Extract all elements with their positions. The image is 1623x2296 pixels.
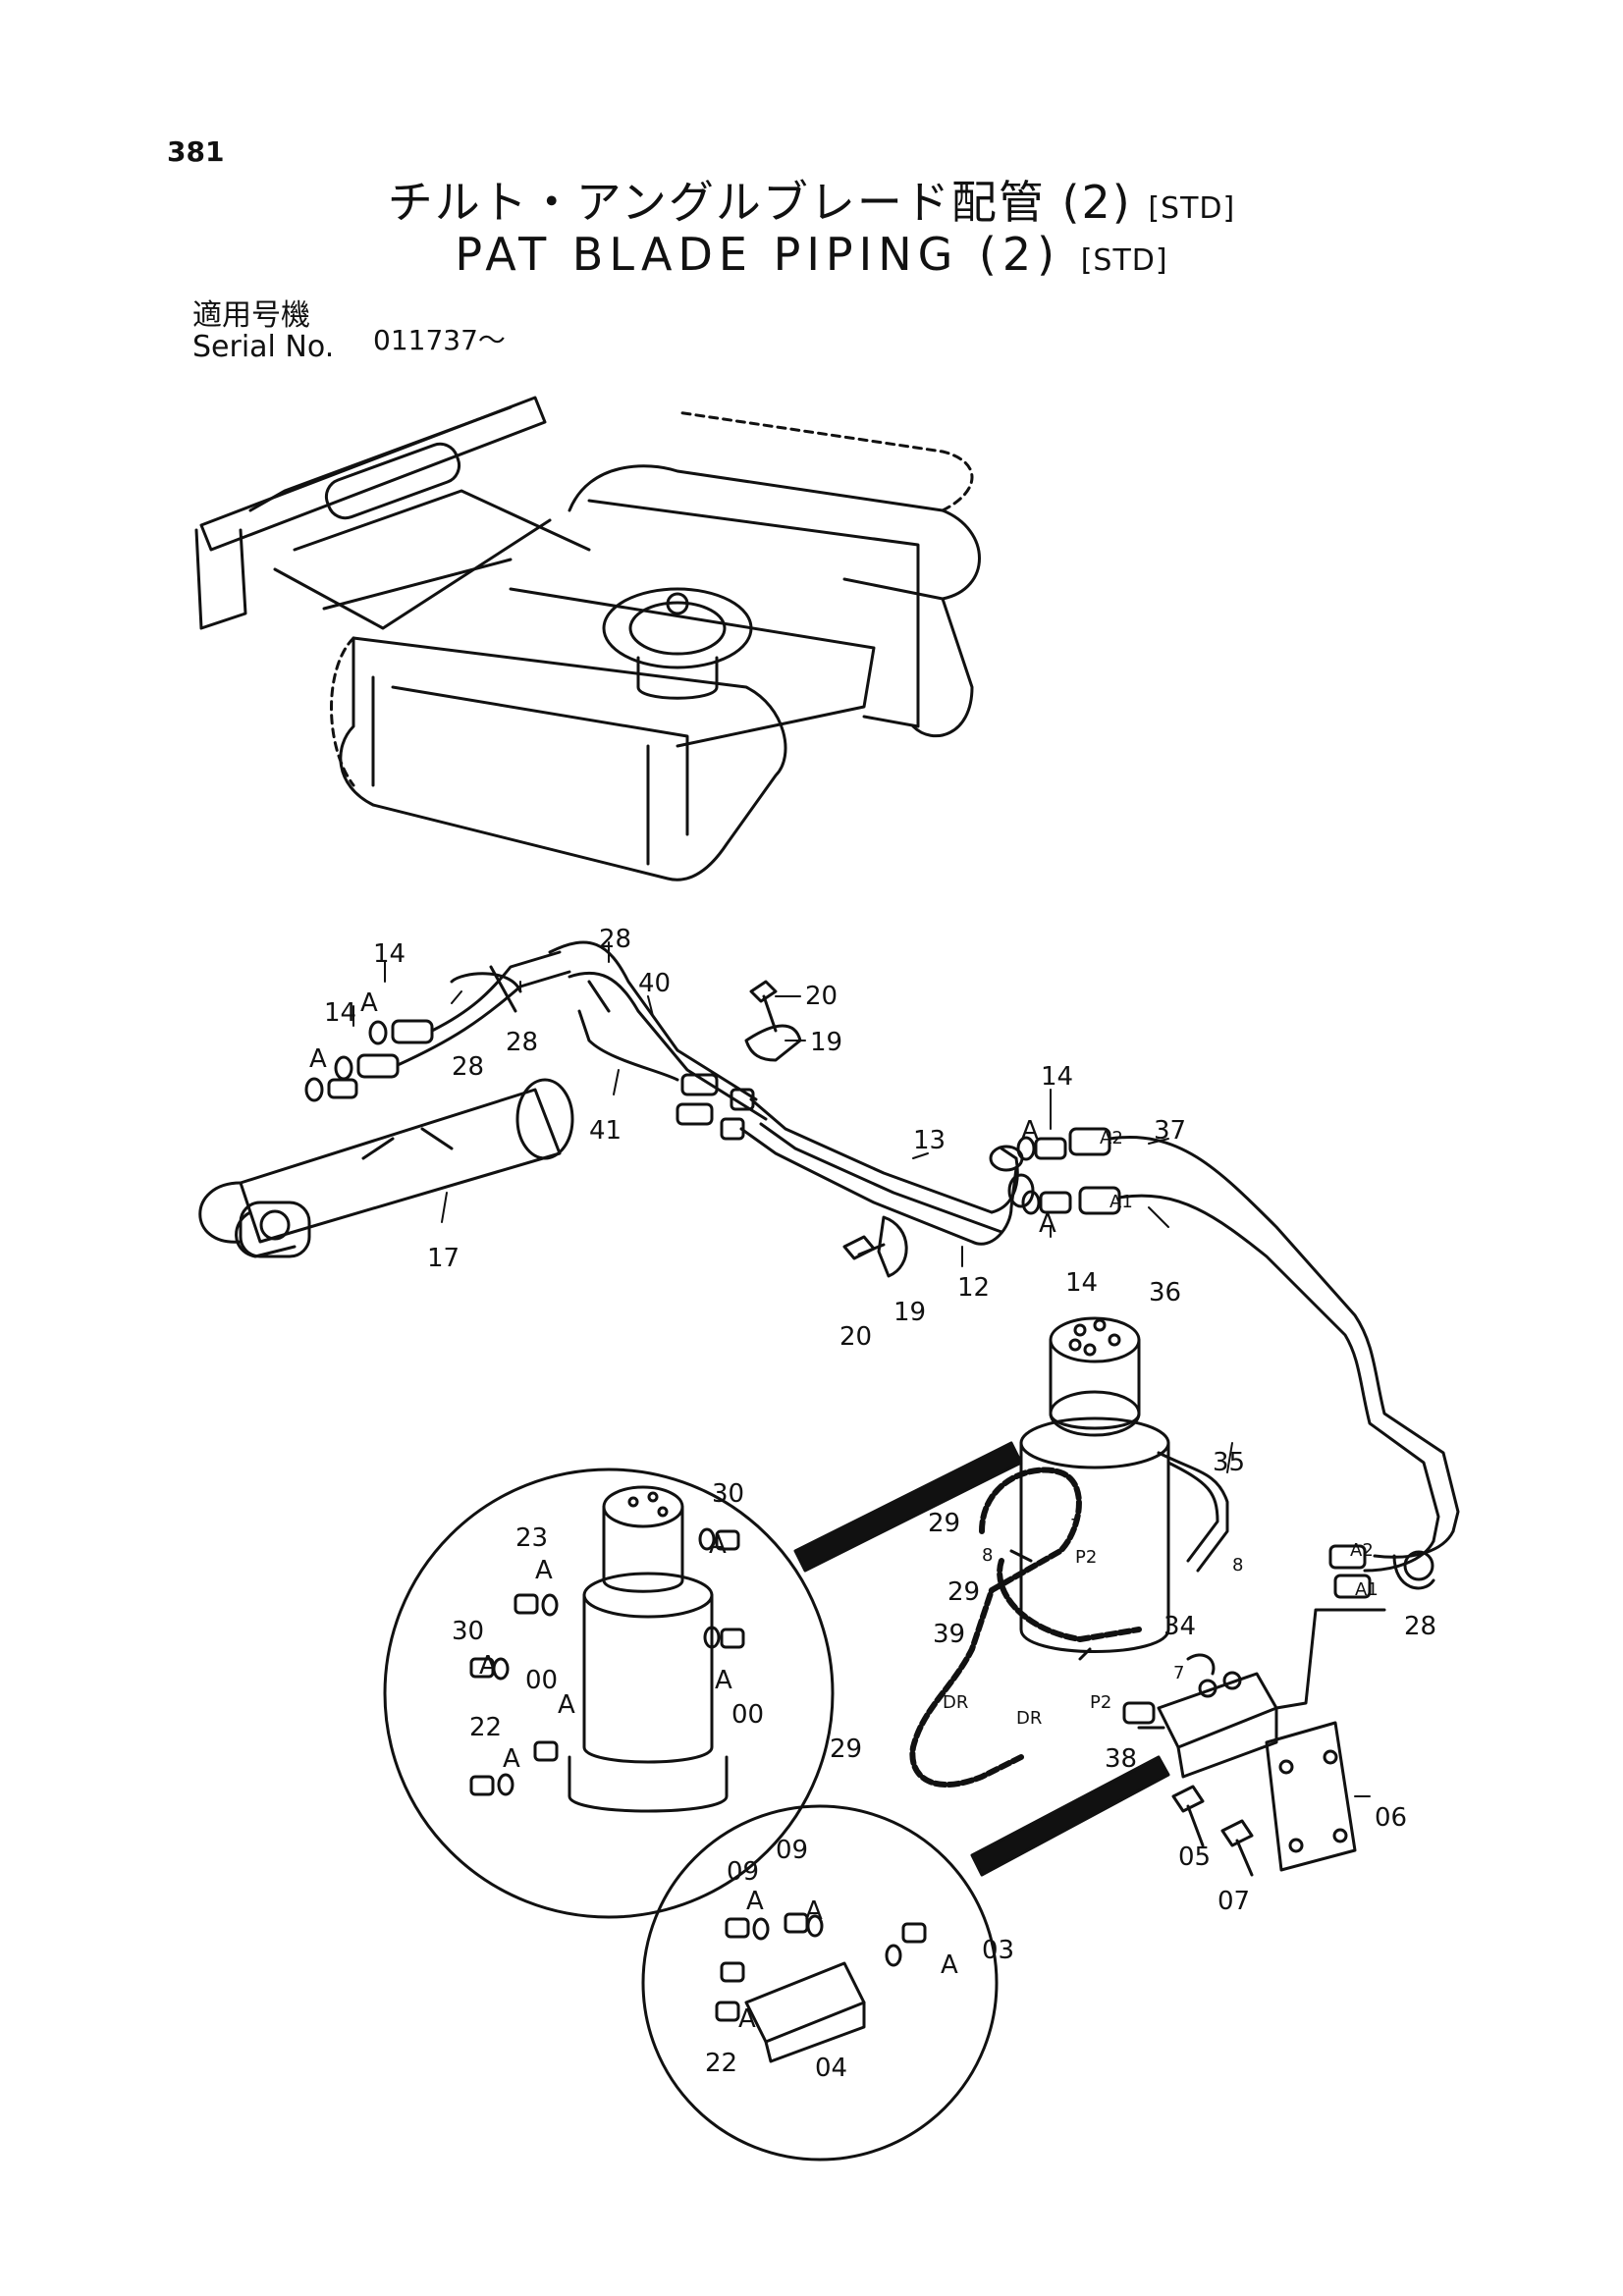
- port-7: 7: [1173, 1663, 1184, 1683]
- label-00: 00: [731, 1700, 764, 1730]
- title-jp-suffix: (2): [1061, 176, 1132, 229]
- page-title-japanese: チルト・アングルブレード配管 (2) [STD]: [0, 167, 1623, 232]
- label-14: 14: [324, 998, 356, 1028]
- serial-label-en: Serial No.: [192, 330, 335, 364]
- seal-a-marker: A: [941, 1950, 958, 1980]
- port-7: 7: [1070, 1516, 1081, 1536]
- port-dr: DR: [943, 1692, 968, 1713]
- label-29: 29: [947, 1577, 980, 1607]
- title-jp-text: チルト・アングルブレード配管: [387, 176, 1046, 229]
- label-14: 14: [1041, 1062, 1073, 1092]
- title-en-text: PAT BLADE PIPING: [455, 228, 959, 281]
- pipes-12-13: [739, 980, 1460, 1599]
- undercarriage-overview: [194, 396, 981, 881]
- port-dr: DR: [1016, 1708, 1042, 1729]
- label-09: 09: [727, 1857, 759, 1887]
- seal-a-marker: A: [558, 1690, 575, 1720]
- label-03: 03: [982, 1936, 1014, 1965]
- label-05: 05: [1178, 1842, 1211, 1872]
- label-07: 07: [1217, 1887, 1250, 1916]
- label-22: 22: [705, 2049, 737, 2078]
- label-22: 22: [469, 1713, 502, 1742]
- blade-cylinder-assembly: [198, 940, 768, 1258]
- label-06: 06: [1375, 1803, 1407, 1833]
- label-41: 41: [589, 1116, 622, 1146]
- serial-label: 適用号機 Serial No.: [192, 300, 334, 363]
- seal-a-marker: A: [503, 1744, 520, 1774]
- port-a2: A2: [1350, 1540, 1374, 1561]
- label-00: 00: [525, 1666, 558, 1695]
- seal-a-marker: A: [805, 1896, 823, 1926]
- label-14: 14: [1065, 1268, 1098, 1298]
- part-labels: 14 14 28 28 28 40 41 20 19 17 13 12 19 2…: [324, 925, 1436, 2083]
- title-jp-std: [STD]: [1148, 191, 1236, 226]
- label-36: 36: [1149, 1278, 1181, 1308]
- seal-a-marker: A: [709, 1530, 727, 1560]
- label-23: 23: [515, 1523, 548, 1553]
- label-29: 29: [830, 1735, 862, 1764]
- seal-a-marker: A: [360, 988, 378, 1018]
- label-09: 09: [776, 1836, 808, 1865]
- port-8: 8: [982, 1545, 993, 1566]
- seal-a-marker: A: [1039, 1209, 1056, 1239]
- label-12: 12: [957, 1273, 990, 1303]
- label-38: 38: [1105, 1744, 1137, 1774]
- swivel-joint-assembly: [909, 1316, 1386, 1877]
- seal-a-marker: A: [479, 1651, 497, 1681]
- label-28: 28: [1404, 1612, 1436, 1641]
- title-en-std: [STD]: [1080, 243, 1168, 278]
- port-a1: A1: [1355, 1579, 1379, 1600]
- label-20: 20: [805, 982, 838, 1011]
- label-14: 14: [373, 939, 406, 969]
- leader-lines: [352, 941, 1371, 1797]
- seal-a-marker: A: [535, 1556, 553, 1585]
- label-29: 29: [928, 1509, 960, 1538]
- page-title-english: PAT BLADE PIPING (2) [STD]: [0, 228, 1623, 281]
- seal-a-marker: A: [746, 1887, 764, 1916]
- detail-circle-valve: [641, 1755, 1170, 2162]
- label-19: 19: [810, 1028, 842, 1057]
- port-p2: P2: [1090, 1692, 1111, 1713]
- label-19: 19: [893, 1298, 926, 1327]
- label-13: 13: [913, 1126, 946, 1155]
- seal-a-marker: A: [715, 1666, 732, 1695]
- detail-circle-swivel: [383, 1441, 1023, 1919]
- port-8: 8: [1232, 1555, 1243, 1575]
- label-37: 37: [1154, 1116, 1186, 1146]
- port-p2: P2: [1075, 1547, 1097, 1568]
- seal-a-marker: A: [309, 1044, 327, 1074]
- port-a2: A2: [1100, 1128, 1123, 1148]
- label-28: 28: [506, 1028, 538, 1057]
- port-a1: A1: [1109, 1192, 1133, 1212]
- label-28: 28: [599, 925, 631, 954]
- label-35: 35: [1213, 1448, 1245, 1477]
- label-17: 17: [427, 1244, 460, 1273]
- seal-a-marker: A: [1021, 1116, 1039, 1146]
- label-04: 04: [815, 2054, 847, 2083]
- page-number: 381: [167, 135, 225, 168]
- label-30: 30: [712, 1479, 744, 1509]
- label-28: 28: [452, 1052, 484, 1082]
- label-30: 30: [452, 1617, 484, 1646]
- seal-markers: A A A A A A A A A A A A A A: [309, 988, 1056, 2034]
- serial-value: 011737～: [373, 324, 506, 356]
- port-labels: A2 A1 A2 A1 P2 P2 DR DR 8 8 7 7: [943, 1128, 1379, 1729]
- label-39: 39: [933, 1620, 965, 1649]
- label-34: 34: [1163, 1612, 1196, 1641]
- label-40: 40: [638, 969, 671, 998]
- title-en-suffix: (2): [978, 228, 1061, 281]
- label-20: 20: [839, 1322, 872, 1352]
- serial-label-jp: 適用号機: [192, 298, 310, 333]
- seal-a-marker: A: [738, 2004, 756, 2034]
